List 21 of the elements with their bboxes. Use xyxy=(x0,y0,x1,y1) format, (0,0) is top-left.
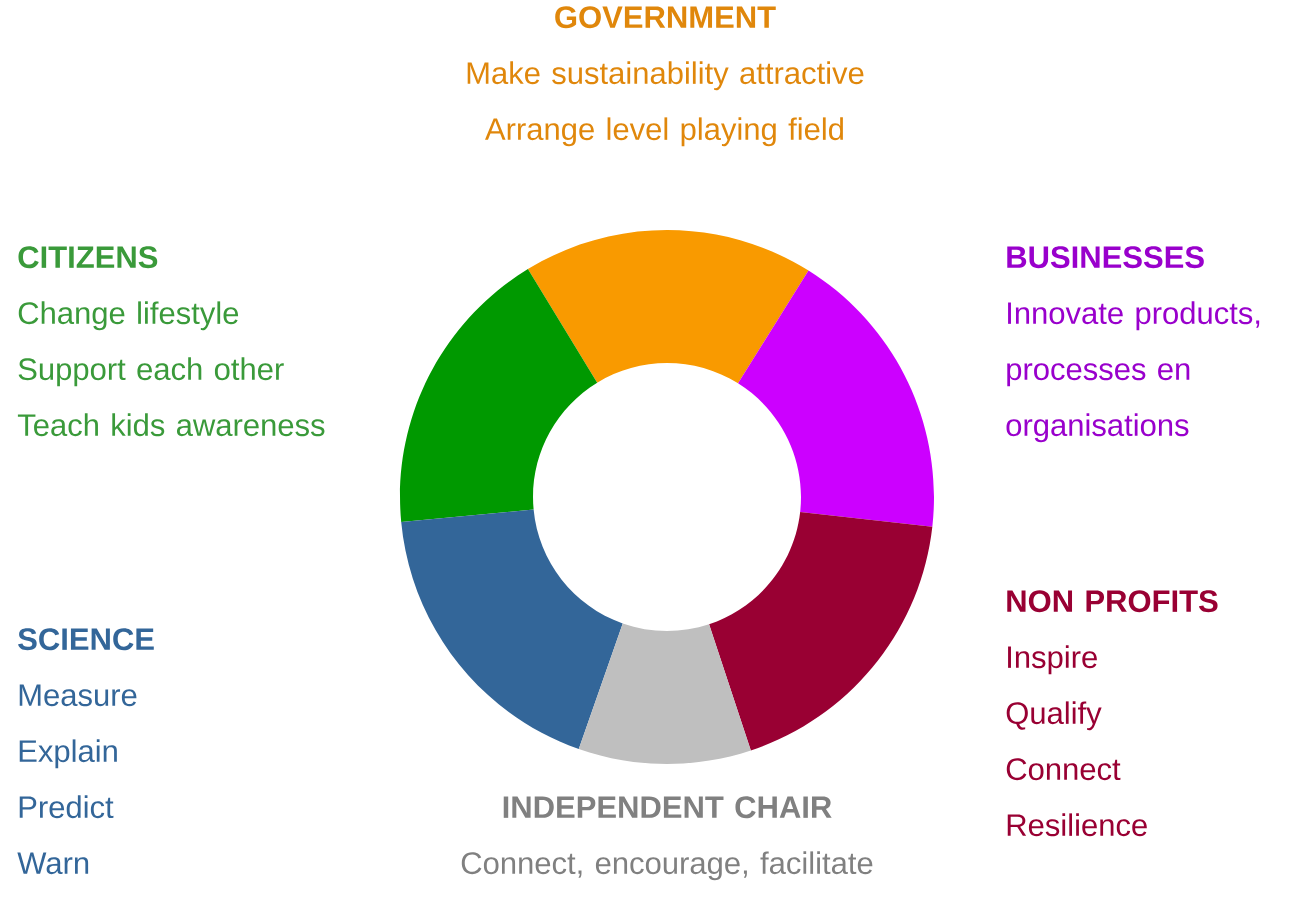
item-text: Qualify xyxy=(1006,701,1102,731)
group-heading: BUSINESSES xyxy=(1007,246,1204,269)
item-text: Warn xyxy=(17,852,89,875)
item-text: Support each other xyxy=(18,357,284,387)
group-heading: CITIZENS xyxy=(18,246,158,269)
group-heading: GOVERNMENT xyxy=(555,6,776,29)
item-text: Teach kids awareness xyxy=(17,413,325,437)
group-heading: NON PROFITS xyxy=(1007,590,1218,613)
item-text: Predict xyxy=(19,795,114,819)
item-text: Change lifestyle xyxy=(18,301,239,331)
group-heading: SCIENCE xyxy=(18,628,154,651)
item-text: Make sustainability attractive xyxy=(467,61,864,91)
item-text: Explain xyxy=(19,739,117,769)
group-heading: INDEPENDENT CHAIR xyxy=(503,796,832,819)
item-text: Measure xyxy=(19,684,137,707)
item-text: Arrange level playing field xyxy=(485,117,843,147)
item-text: Innovate products, processes en organisations xyxy=(1006,301,1260,443)
item-text: Resilience xyxy=(1007,813,1147,837)
item-text: Connect, encourage, facilitate xyxy=(461,851,873,881)
item-text: Connect xyxy=(1006,758,1121,781)
item-text: Inspire xyxy=(1008,645,1097,675)
